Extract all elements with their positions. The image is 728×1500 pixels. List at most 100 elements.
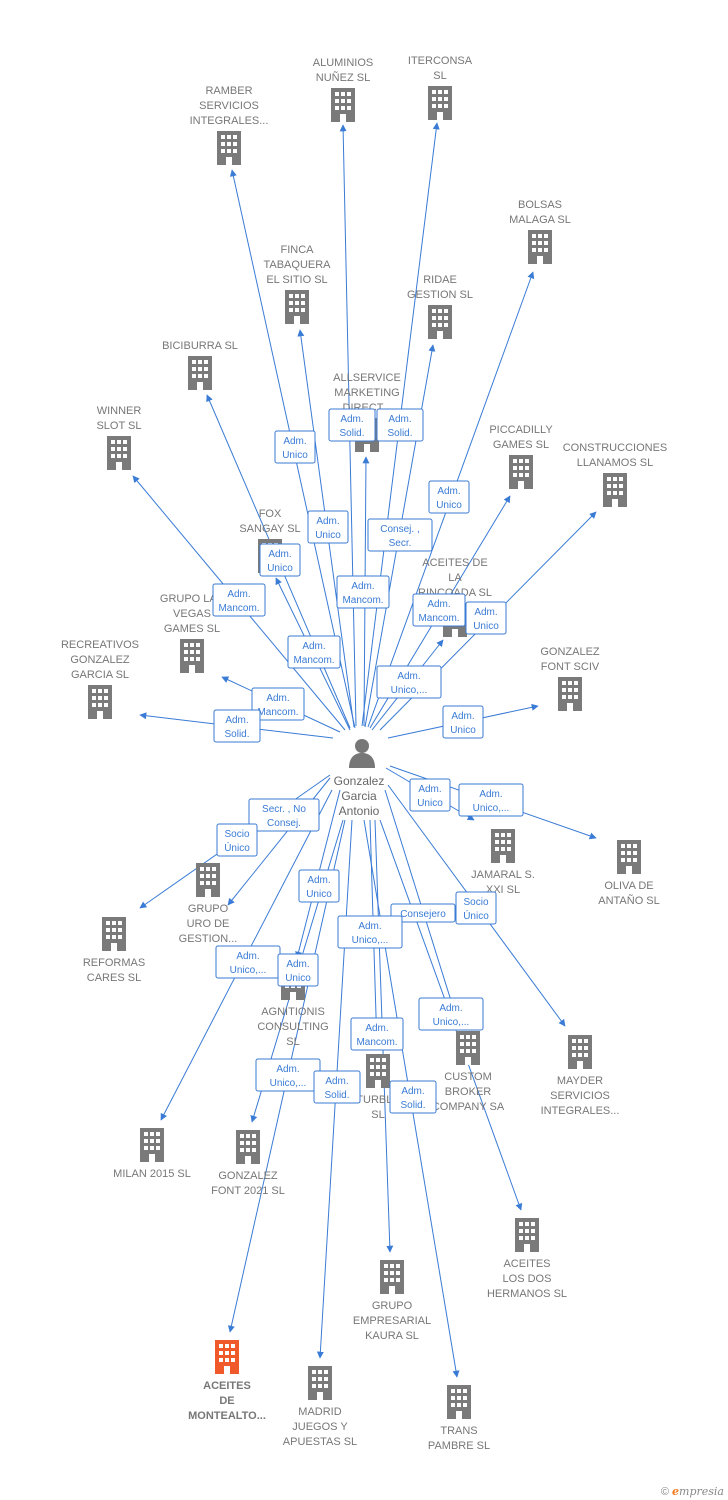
company-node-aceites_montealto[interactable]: ACEITESDEMONTEALTO... [188, 1340, 266, 1422]
company-label: COMPANY SA [432, 1101, 505, 1113]
role-badge[interactable]: Adm.Unico [298, 869, 340, 903]
role-badge[interactable]: Adm.Solid. [328, 408, 376, 442]
role-badge[interactable]: Adm.Mancom. [212, 583, 266, 617]
building-icon [509, 455, 533, 489]
role-badge[interactable]: Adm.Unico [259, 543, 301, 577]
building-icon [140, 1128, 164, 1162]
company-node-ramber[interactable]: RAMBERSERVICIOSINTEGRALES... [190, 85, 269, 165]
company-label: WINNER [97, 405, 142, 417]
role-badge-box [212, 583, 266, 617]
building-icon [428, 305, 452, 339]
role-badge[interactable]: Adm.Unico,... [215, 945, 281, 979]
role-badge[interactable]: Adm.Unico [409, 778, 451, 812]
role-badge[interactable]: Adm. Unico [442, 705, 484, 739]
company-node-milan[interactable]: MILAN 2015 SL [113, 1128, 191, 1180]
footer-brand: © empresia [661, 1485, 724, 1498]
role-badge[interactable]: Consejero [390, 903, 456, 923]
role-badge[interactable]: Adm.Unico [465, 601, 507, 635]
role-badge[interactable]: Adm.Unico [274, 430, 316, 464]
role-badge-box [412, 593, 466, 627]
role-label: Adm. [451, 711, 474, 722]
role-badge[interactable]: Adm. Unico [307, 510, 349, 544]
role-badge[interactable]: Adm.Solid. [213, 709, 261, 743]
building-icon [107, 436, 131, 470]
role-badge-box [350, 1017, 404, 1051]
role-badge[interactable]: Adm.Mancom. [287, 635, 341, 669]
role-badge[interactable]: Adm.Unico,... [376, 665, 442, 699]
building-icon [188, 356, 212, 390]
role-badge-box [428, 480, 470, 514]
role-badge[interactable]: Adm.Unico,... [418, 997, 484, 1031]
role-badge[interactable]: Adm.Unico [277, 953, 319, 987]
role-label: Unico,... [473, 803, 510, 814]
role-badge[interactable]: Adm.Mancom. [336, 575, 390, 609]
role-badge[interactable]: Consej. ,Secr. [367, 518, 433, 552]
building-icon [603, 473, 627, 507]
role-badge-box [458, 783, 524, 817]
role-badge-box [328, 408, 376, 442]
company-node-mayder[interactable]: MAYDERSERVICIOSINTEGRALES... [541, 1035, 620, 1117]
company-label: GRUPO LAS [160, 593, 224, 605]
company-label: TRANS [440, 1425, 477, 1437]
role-badge[interactable]: Adm.Unico,... [255, 1058, 321, 1092]
role-label: Unico [450, 725, 476, 736]
role-badge[interactable]: Adm.Unico [428, 480, 470, 514]
role-badge-box [390, 903, 456, 923]
company-label: VEGAS [173, 608, 211, 620]
company-node-biciburra[interactable]: BICIBURRA SL [162, 340, 238, 390]
center-person[interactable]: Gonzalez Garcia Antonio [334, 739, 385, 818]
company-label: PAMBRE SL [428, 1440, 490, 1452]
role-label: Adm. [351, 581, 374, 592]
company-label: APUESTAS SL [283, 1436, 357, 1448]
role-badge[interactable]: Adm.Solid. [389, 1080, 437, 1114]
role-badge[interactable]: Adm.Mancom. [251, 687, 305, 721]
role-badge[interactable]: Adm.Solid. [313, 1070, 361, 1104]
role-label: Unico [315, 530, 341, 541]
company-label: PICCADILLY [489, 424, 553, 436]
role-badge-box [376, 665, 442, 699]
role-label: Adm. [283, 436, 306, 447]
role-badge-box [389, 1080, 437, 1114]
role-label: Adm. [276, 1064, 299, 1075]
company-label: MALAGA SL [509, 214, 571, 226]
brand-initial: e [672, 1485, 680, 1498]
role-badge[interactable]: Adm.Unico,... [458, 783, 524, 817]
building-icon [380, 1260, 404, 1294]
role-label: Solid. [387, 428, 412, 439]
company-node-trans[interactable]: TRANS PAMBRE SL [428, 1385, 490, 1452]
role-badge[interactable]: Adm.Mancom. [412, 593, 466, 627]
role-badge[interactable]: Adm.Mancom. [350, 1017, 404, 1051]
role-badge[interactable]: Adm.Solid. [376, 408, 424, 442]
role-badge[interactable]: Adm.Unico,... [337, 915, 403, 949]
company-node-jamaral[interactable]: JAMARAL S.XXI SL [471, 829, 535, 896]
role-label: Adm. [316, 516, 339, 527]
company-label: ALUMINIOS [313, 57, 374, 69]
building-icon [180, 639, 204, 673]
